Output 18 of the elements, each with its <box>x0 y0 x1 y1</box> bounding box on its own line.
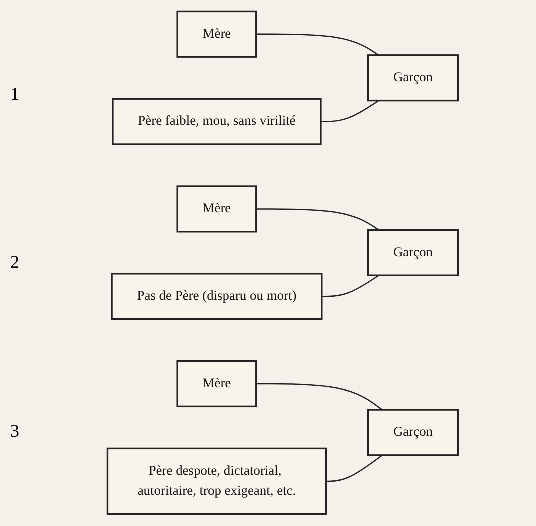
node-box: Garçon <box>367 409 460 456</box>
node-box: Garçon <box>367 54 460 102</box>
connector <box>320 100 380 122</box>
node-box: Mère <box>176 360 258 408</box>
diagram-number: 3 <box>10 421 20 442</box>
node-box: Mère <box>176 186 258 233</box>
connector <box>322 275 380 298</box>
diagram-number: 2 <box>10 252 20 274</box>
node-box: Pas de Père (disparu ou mort) <box>111 273 323 320</box>
node-box: Garçon <box>367 229 460 276</box>
node-box: Père despote, dictatorial, autoritaire, trop exigeant, etc. <box>106 448 328 516</box>
node-box: Père faible, mou, sans virilité <box>112 98 322 146</box>
connector <box>256 208 380 231</box>
connector <box>256 383 383 411</box>
diagram-number: 1 <box>10 84 20 105</box>
connector <box>326 454 383 482</box>
connector <box>256 34 380 56</box>
node-box: Mère <box>176 10 258 58</box>
